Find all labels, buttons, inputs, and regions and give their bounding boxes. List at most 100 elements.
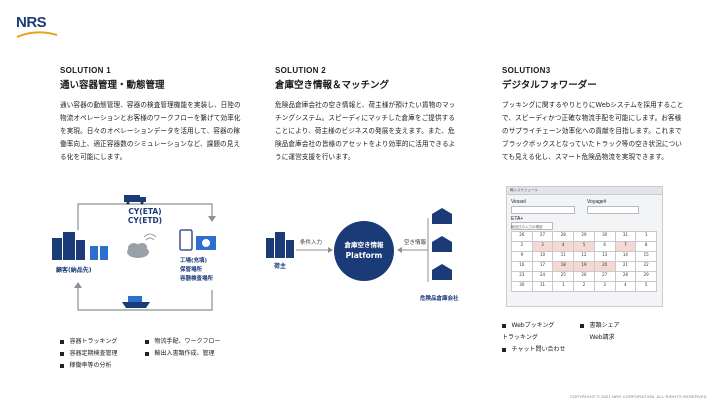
signal-icon — [143, 233, 157, 241]
solution-2: SOLUTION 2 倉庫空き情報＆マッチング 危険品倉庫会社の空き情報と、荷主… — [275, 66, 457, 164]
logo-text: NRS — [16, 14, 47, 31]
calendar-day[interactable]: 9 — [511, 251, 533, 262]
cy-eta-label: CY(ETA) — [128, 207, 161, 216]
calendar-day[interactable]: 21 — [614, 261, 637, 272]
calendar-day[interactable]: 29 — [573, 231, 595, 242]
calendar-day[interactable]: 13 — [593, 251, 616, 262]
calendar-day[interactable]: 15 — [635, 251, 657, 262]
calendar-day[interactable]: 2 — [573, 281, 595, 292]
cloud-icon — [127, 243, 149, 258]
calendar-day[interactable]: 28 — [552, 231, 575, 242]
shipper-building-icon — [266, 232, 294, 258]
customer-building-icon — [52, 232, 108, 260]
logo-swoosh-icon — [16, 31, 58, 38]
features-list-3: Webブッキング 書類シェア トラッキング Web請求 チャット問い合わせ — [502, 320, 650, 356]
list-item: 書類シェア — [580, 320, 650, 332]
vessel-label: Vessel — [511, 199, 526, 205]
facility-label-factory: 工場(充填) — [180, 256, 208, 264]
calendar-day[interactable]: 16 — [511, 261, 533, 272]
app-form: Vessel Voyage# ETA+ — [507, 195, 662, 223]
calendar-day[interactable]: 25 — [552, 271, 575, 282]
list-item: 容器トラッキング — [60, 336, 145, 348]
copyright: COPYRIGHT © 2021 NRS CORPORATION. ALL RI… — [569, 394, 708, 399]
eta-label: ETA+ — [511, 216, 524, 222]
list-item: チャット問い合わせ — [502, 344, 580, 356]
calendar-day[interactable]: 28 — [614, 271, 637, 282]
phone-icon — [179, 229, 193, 251]
warehouse-icon — [432, 208, 452, 280]
platform-diagram: 荷主 条件入力 倉庫空き情報 Platform 空き情報 危険品倉庫会社 — [266, 208, 459, 302]
vacancy-info-label: 空き情報 — [404, 238, 427, 246]
eta-note: 輸送日の入力の確認 — [511, 225, 543, 229]
calendar-day[interactable]: 7 — [614, 241, 637, 252]
calendar-day[interactable]: 2 — [511, 241, 533, 252]
features-list-1: 容器トラッキング 物流手配、ワークフロー 容器定期検査管理 輸出入書類作成、管理… — [60, 336, 235, 372]
calendar-day[interactable]: 8 — [635, 241, 657, 252]
customer-label: 顧客(納品先) — [56, 266, 92, 274]
calendar-day[interactable]: 18 — [552, 261, 575, 272]
calendar-day[interactable]: 27 — [593, 271, 616, 282]
solution-number: SOLUTION 1 — [60, 66, 112, 75]
calendar-day[interactable]: 23 — [511, 271, 533, 282]
calendar-day[interactable]: 29 — [635, 271, 657, 282]
calendar-day[interactable]: 22 — [635, 261, 657, 272]
calendar-day[interactable]: 31 — [531, 281, 554, 292]
calendar-day[interactable]: 4 — [552, 241, 575, 252]
solution-number: SOLUTION 2 — [275, 66, 327, 75]
list-item: 物流手配、ワークフロー — [145, 336, 235, 348]
condition-input-label: 条件入力 — [300, 238, 322, 246]
solution-1: SOLUTION 1 通い容器管理・動態管理 通い容器の動態管理、容器の検査管理… — [60, 66, 242, 164]
calendar-day[interactable]: 12 — [573, 251, 595, 262]
calendar-day[interactable]: 14 — [614, 251, 637, 262]
calendar-day[interactable]: 17 — [531, 261, 554, 272]
calendar-day[interactable]: 5 — [635, 281, 657, 292]
booking-app-screenshot: 輸入スケジュール Vessel Voyage# ETA+ 輸送日の入力の確認 2… — [506, 186, 663, 307]
calendar-day[interactable]: 5 — [573, 241, 595, 252]
calendar-day[interactable]: 1 — [635, 231, 657, 242]
calendar-day[interactable]: 6 — [593, 241, 616, 252]
calendar-day[interactable]: 3 — [531, 241, 554, 252]
calendar-day[interactable]: 10 — [531, 251, 554, 262]
solution-number: SOLUTION3 — [502, 66, 551, 75]
calendar-day[interactable]: 27 — [531, 231, 554, 242]
ship-icon — [122, 296, 150, 308]
facility-label-inspection: 容器検査場所 — [179, 274, 214, 282]
calendar-day[interactable]: 26 — [511, 231, 533, 242]
calendar-day[interactable]: 11 — [552, 251, 575, 262]
calendar-day[interactable]: 4 — [614, 281, 637, 292]
calendar-day[interactable]: 30 — [593, 231, 616, 242]
list-item: Web請求 — [589, 334, 615, 341]
solution-body: 通い容器の動態管理、容器の検査管理機能を実装し、日陸の物流オペレーションとお客様… — [60, 101, 241, 161]
calendar-day[interactable]: 26 — [573, 271, 595, 282]
tank-container-icon — [196, 236, 216, 250]
calendar-day[interactable]: 3 — [593, 281, 616, 292]
calendar-day[interactable]: 24 — [531, 271, 554, 282]
list-item: 稼働率等の分析 — [60, 360, 145, 372]
container-cycle-diagram: CY(ETA) CY(ETD) 顧客(納品先) 工場(充填) 保管場所 容器検査… — [52, 195, 216, 311]
list-item: Webブッキング — [502, 320, 580, 332]
solution-title: 倉庫空き情報＆マッチング — [275, 80, 390, 91]
app-title-bar: 輸入スケジュール — [507, 187, 662, 195]
platform-circle — [334, 221, 394, 281]
platform-name: Platform — [346, 251, 383, 260]
voyage-input[interactable] — [587, 206, 639, 214]
warehouse-label: 危険品倉庫会社 — [420, 294, 459, 302]
calendar-day[interactable]: 20 — [593, 261, 616, 272]
calendar-day[interactable]: 31 — [614, 231, 637, 242]
nrs-logo: NRS — [16, 14, 60, 40]
vessel-input[interactable] — [511, 206, 575, 214]
platform-title: 倉庫空き情報 — [344, 240, 385, 249]
calendar-day[interactable]: 1 — [552, 281, 575, 292]
shipper-label: 荷主 — [273, 262, 286, 270]
calendar-day[interactable]: 19 — [573, 261, 595, 272]
truck-icon — [124, 195, 146, 205]
list-item: 輸出入書類作成、管理 — [145, 348, 235, 360]
calendar-day[interactable]: 30 — [511, 281, 533, 292]
eta-input[interactable] — [511, 222, 553, 230]
cy-etd-label: CY(ETD) — [128, 216, 162, 225]
